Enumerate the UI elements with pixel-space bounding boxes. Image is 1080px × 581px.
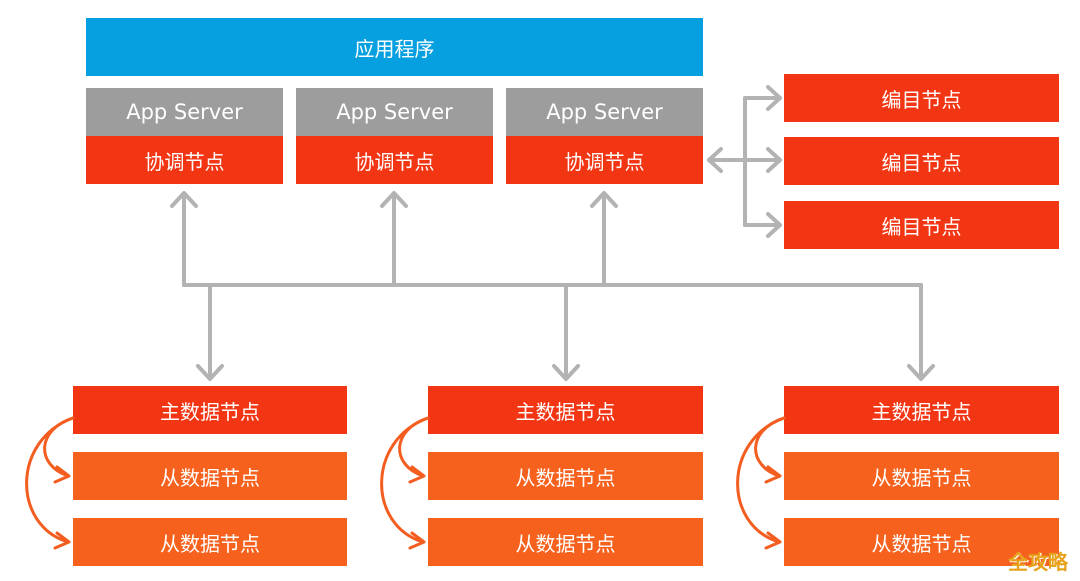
catalog-node-label: 编目节点 [881,150,962,175]
replication-arc-2b [380,416,430,544]
app-server-2: App Server [296,88,493,136]
slave-data-node-2a: 从数据节点 [428,452,703,500]
coordinator-node-label: 协调节点 [144,149,225,174]
master-data-node-3: 主数据节点 [784,386,1059,434]
master-data-node-label: 主数据节点 [160,399,260,424]
catalog-node-label: 编目节点 [881,214,962,239]
master-data-node-2: 主数据节点 [428,386,703,434]
catalog-node-3: 编目节点 [784,201,1059,249]
slave-data-node-3a: 从数据节点 [784,452,1059,500]
arrow-to-catalog-2 [743,147,782,173]
arrow-to-master-2 [552,283,580,381]
arrow-to-catalog-3 [743,212,782,238]
coordinator-node-label: 协调节点 [354,149,435,174]
slave-data-node-label: 从数据节点 [515,465,616,490]
replication-arc-3b [736,416,786,544]
arrow-to-master-1 [196,283,224,381]
coordinator-node-1: 协调节点 [86,136,283,184]
replication-arc-1b [25,416,75,544]
app-server-label: App Server [126,100,243,124]
coordinator-node-2: 协调节点 [296,136,493,184]
app-server-3: App Server [506,88,703,136]
coordinator-node-3: 协调节点 [506,136,703,184]
app-server-label: App Server [546,100,663,124]
application-label: 应用程序 [354,36,435,61]
slave-data-node-2b: 从数据节点 [428,518,703,566]
arrow-to-master-3 [907,283,935,381]
master-data-node-label: 主数据节点 [871,399,972,424]
slave-data-node-label: 从数据节点 [871,531,972,556]
coordinator-left-arrowhead [707,147,723,173]
catalog-node-1: 编目节点 [784,74,1059,122]
watermark: 全攻略 [1008,550,1068,574]
arrow-to-coordinator-2 [380,191,408,287]
arrow-to-coordinator-3 [590,191,618,287]
app-server-label: App Server [336,100,453,124]
slave-data-node-label: 从数据节点 [515,531,616,556]
app-server-1: App Server [86,88,283,136]
replication-arrows [25,416,786,550]
network-connectors [170,85,935,381]
slave-data-node-3b: 从数据节点 [784,518,1059,566]
arrow-to-coordinator-1 [170,191,198,287]
slave-data-node-label: 从数据节点 [160,531,260,556]
slave-data-node-1b: 从数据节点 [73,518,347,566]
slave-data-node-label: 从数据节点 [160,465,260,490]
application-bar: 应用程序 [86,18,703,76]
master-data-node-1: 主数据节点 [73,386,347,434]
slave-data-node-label: 从数据节点 [871,465,972,490]
slave-data-node-1a: 从数据节点 [73,452,347,500]
arrow-to-catalog-1 [743,85,782,111]
catalog-node-2: 编目节点 [784,137,1059,185]
master-data-node-label: 主数据节点 [515,399,616,424]
catalog-node-label: 编目节点 [881,87,962,112]
coordinator-node-label: 协调节点 [564,149,645,174]
